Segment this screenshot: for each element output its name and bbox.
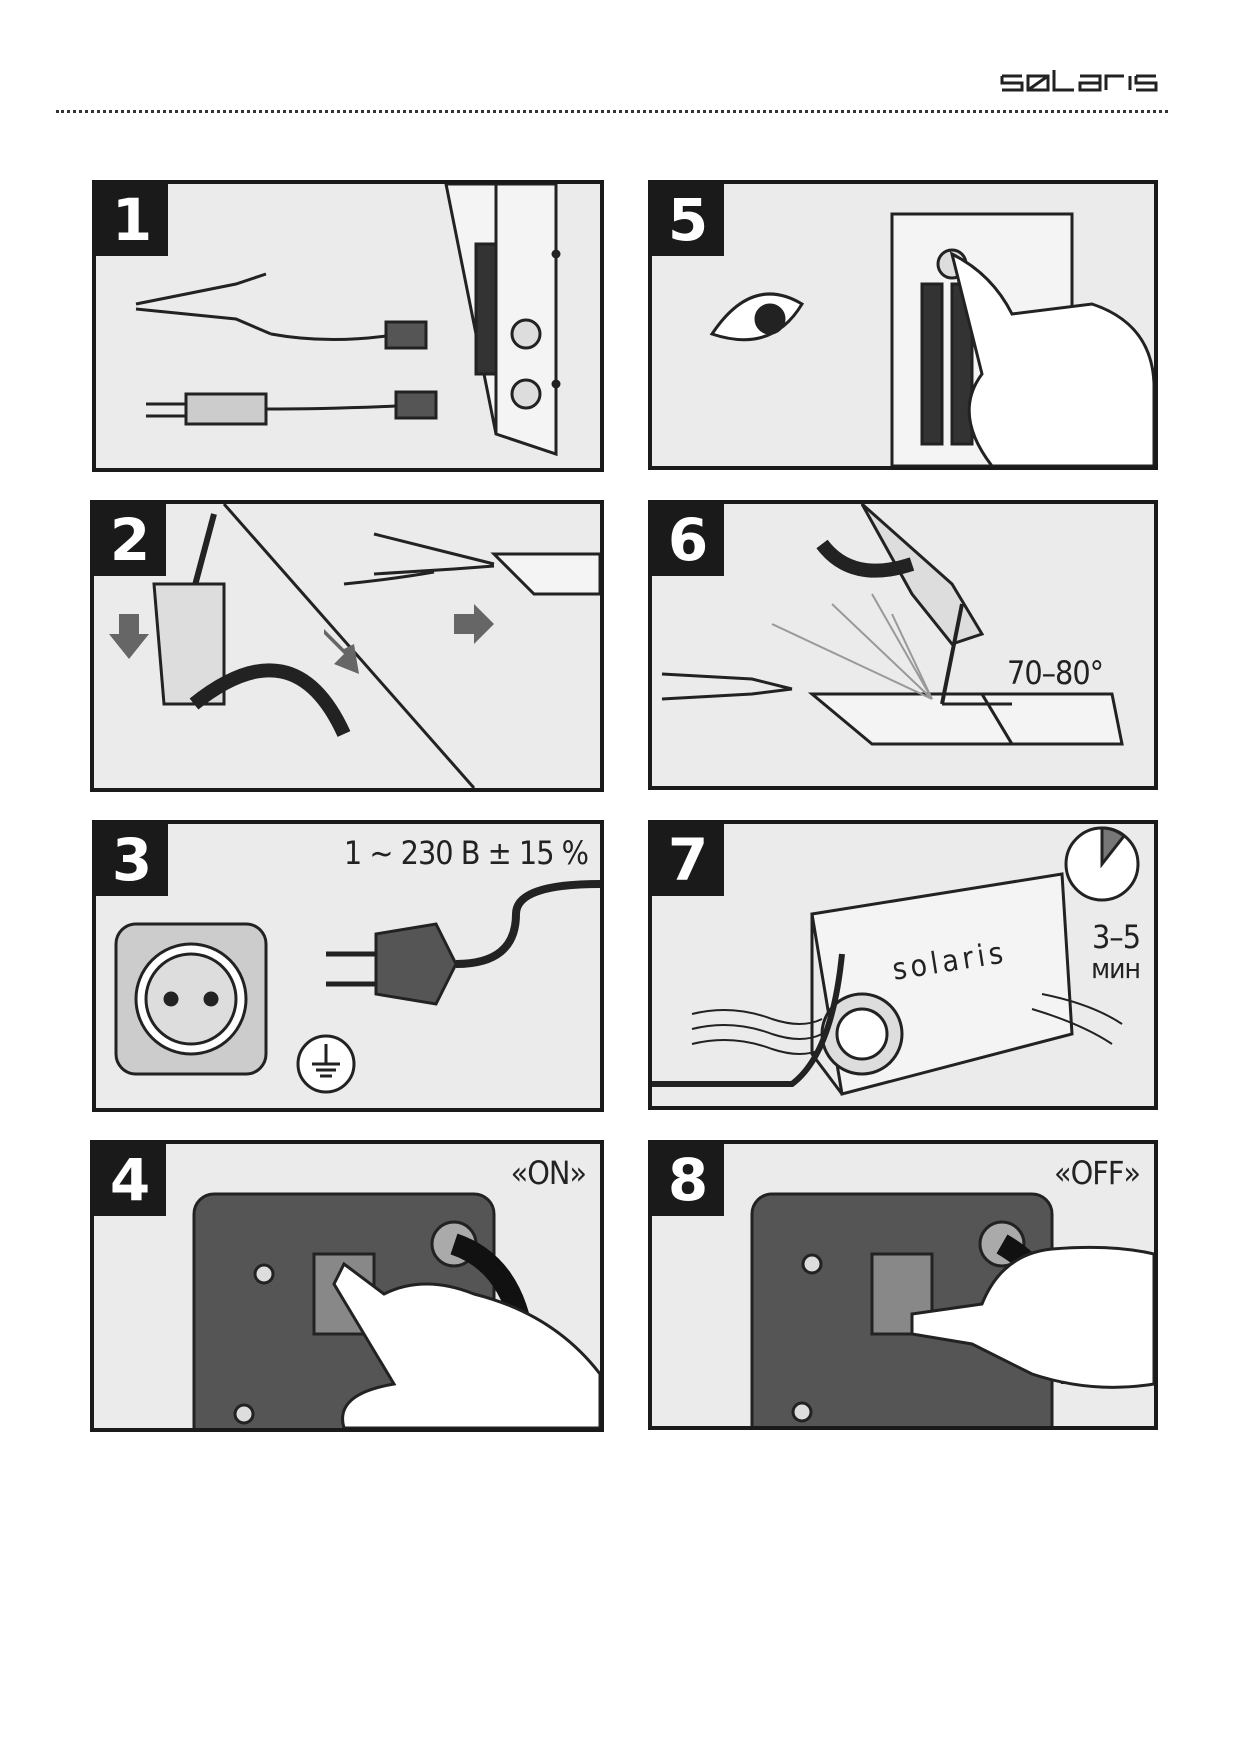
eye-dial-adjust-illustration bbox=[709, 212, 1154, 466]
electrode-clamp-illustration bbox=[109, 504, 600, 788]
cables-connection-illustration bbox=[135, 184, 561, 457]
voltage-caption: 1 ~ 230 В ± 15 % bbox=[343, 834, 589, 872]
step-number: 5 bbox=[652, 184, 724, 256]
angle-caption: 70–80° bbox=[1007, 654, 1104, 692]
step-number: 6 bbox=[652, 504, 724, 576]
switch-on-illustration bbox=[192, 1192, 600, 1428]
step-panel-7: solaris 7 3–5 мин bbox=[648, 820, 1158, 1110]
step-panel-5: 5 bbox=[648, 180, 1158, 470]
header-divider bbox=[56, 110, 1168, 113]
duration-caption: 3–5 bbox=[1091, 918, 1141, 956]
socket-plug-illustration bbox=[114, 880, 600, 1094]
step-number: 4 bbox=[94, 1144, 166, 1216]
step-panel-1: 1 bbox=[92, 180, 604, 472]
switch-off-illustration bbox=[750, 1192, 1154, 1426]
step-panel-8: 8 «OFF» bbox=[648, 1140, 1158, 1430]
welding-angle-illustration bbox=[661, 504, 1124, 746]
step-panel-6: 6 70–80° bbox=[648, 500, 1158, 790]
step-panel-4: 4 «ON» bbox=[90, 1140, 604, 1432]
duration-unit: мин bbox=[1091, 952, 1141, 985]
step-number: 2 bbox=[94, 504, 166, 576]
cooling-fan-illustration bbox=[652, 826, 1140, 1096]
brand-logo bbox=[1000, 68, 1170, 98]
step-panel-2: 2 bbox=[90, 500, 604, 792]
step-number: 3 bbox=[96, 824, 168, 896]
switch-off-caption: «OFF» bbox=[1054, 1154, 1141, 1192]
solaris-logo-icon bbox=[1000, 70, 1158, 92]
step-number: 8 bbox=[652, 1144, 724, 1216]
step-number: 7 bbox=[652, 824, 724, 896]
switch-on-caption: «ON» bbox=[510, 1154, 587, 1192]
step-panel-3: 3 1 ~ 230 В ± 15 % bbox=[92, 820, 604, 1112]
step-number: 1 bbox=[96, 184, 168, 256]
